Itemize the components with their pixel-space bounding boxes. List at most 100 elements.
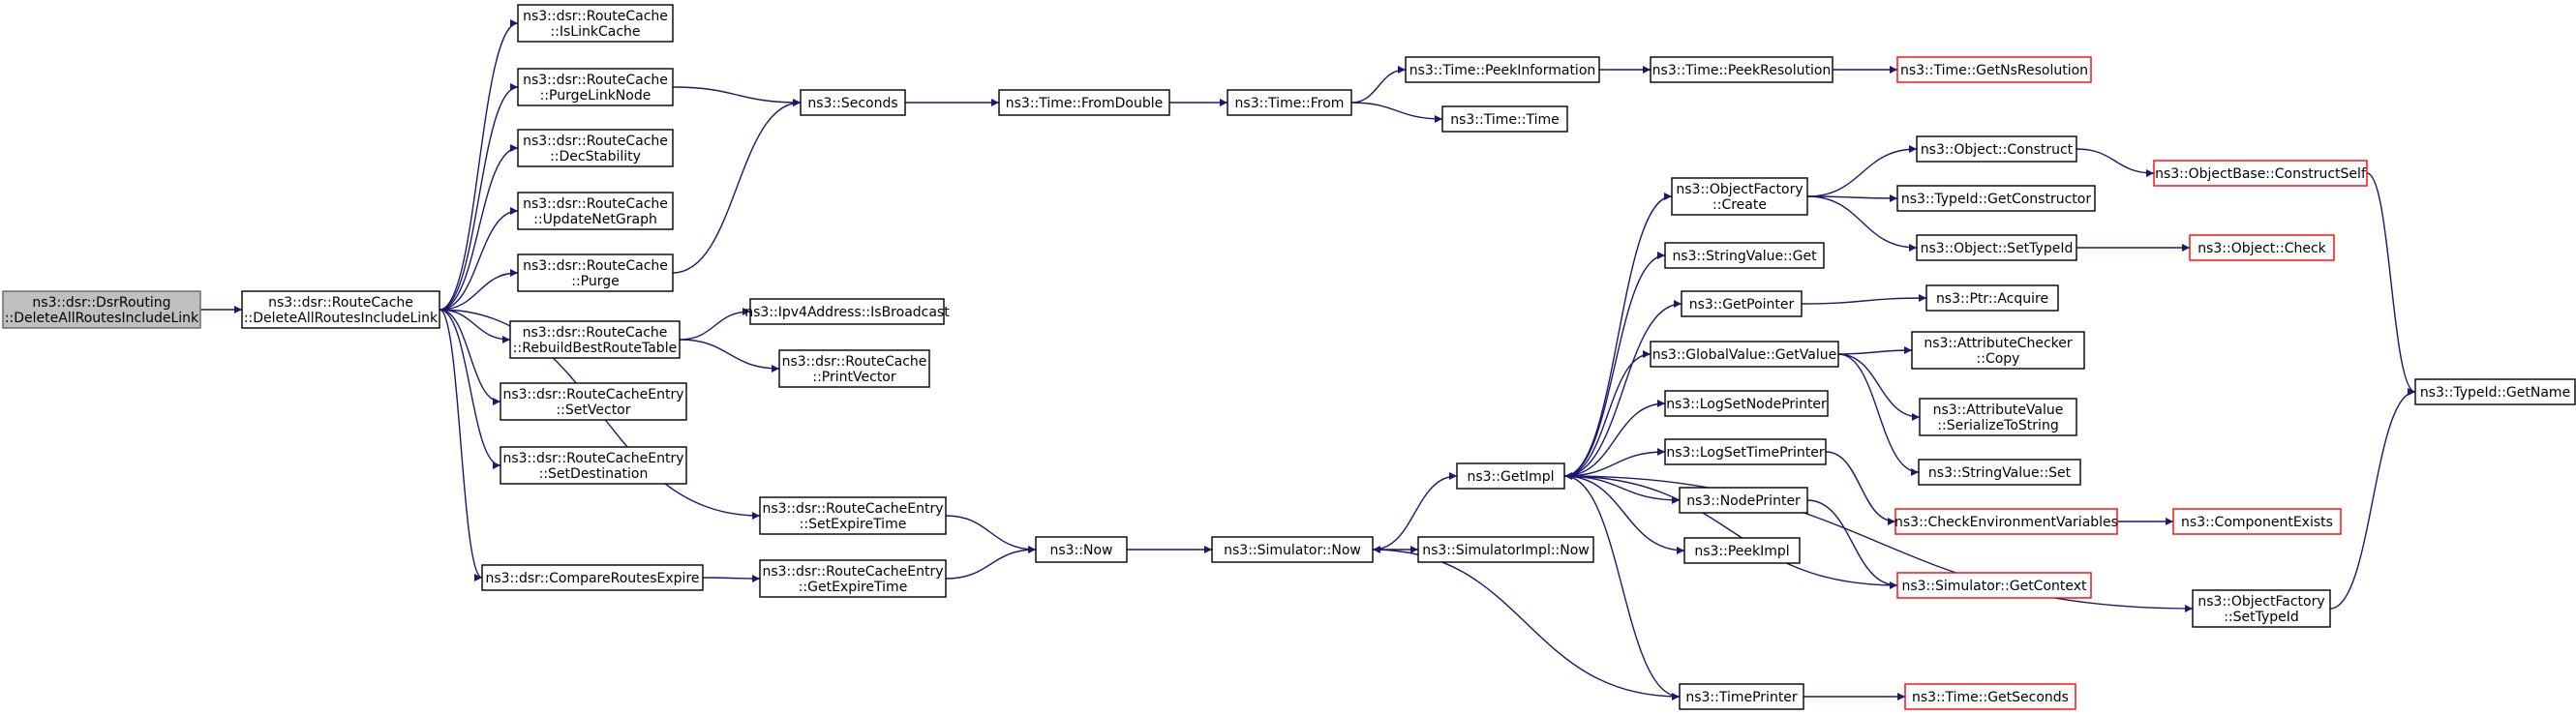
node-box[interactable] [2153, 160, 2368, 187]
node-box[interactable] [1919, 398, 2077, 436]
node-sim-now[interactable]: ns3::Simulator::Now [1211, 536, 1374, 563]
node-box[interactable] [1227, 89, 1352, 116]
node-attr-value-serialize[interactable]: ns3::AttributeValue::SerializeToString [1919, 398, 2077, 436]
node-box[interactable] [1417, 536, 1594, 563]
node-box[interactable] [759, 559, 947, 598]
node-string-value-set[interactable]: ns3::StringValue::Set [1918, 459, 2081, 486]
node-box[interactable] [500, 382, 687, 421]
node-dec-stability[interactable]: ns3::dsr::RouteCache::DecStability [517, 129, 674, 167]
node-get-pointer[interactable]: ns3::GetPointer [1681, 290, 1803, 317]
node-box[interactable] [500, 446, 687, 485]
node-box[interactable] [1911, 331, 2085, 370]
node-box[interactable] [1211, 536, 1374, 563]
node-rebuild[interactable]: ns3::dsr::RouteCache::RebuildBestRouteTa… [509, 320, 681, 359]
node-ptr-acquire[interactable]: ns3::Ptr::Acquire [1925, 284, 2059, 312]
node-box[interactable] [1650, 56, 1834, 83]
node-log-set-time-printer[interactable]: ns3::LogSetTimePrinter [1664, 438, 1827, 465]
node-now[interactable]: ns3::Now [1035, 536, 1128, 563]
node-get-ns-resolution[interactable]: ns3::Time::GetNsResolution [1896, 56, 2092, 83]
node-box[interactable] [1405, 56, 1600, 83]
node-purge-link-node[interactable]: ns3::dsr::RouteCache::PurgeLinkNode [517, 68, 674, 106]
node-box[interactable] [241, 290, 440, 329]
node-log-set-node-printer[interactable]: ns3::LogSetNodePrinter [1664, 390, 1829, 417]
node-objbase-construct-self[interactable]: ns3::ObjectBase::ConstructSelf [2153, 160, 2368, 187]
node-of-create[interactable]: ns3::ObjectFactory::Create [1671, 177, 1808, 216]
node-box[interactable] [1918, 459, 2081, 486]
node-box[interactable] [1671, 177, 1808, 216]
node-simimpl-now[interactable]: ns3::SimulatorImpl::Now [1417, 536, 1594, 563]
node-box[interactable] [1904, 683, 2076, 710]
node-peek-resolution[interactable]: ns3::Time::PeekResolution [1650, 56, 1834, 83]
node-box[interactable] [1664, 438, 1827, 465]
node-time-printer[interactable]: ns3::TimePrinter [1679, 683, 1804, 710]
node-peek-impl[interactable]: ns3::PeekImpl [1683, 537, 1801, 564]
node-box[interactable] [517, 4, 674, 43]
node-compare-routes[interactable]: ns3::dsr::CompareRoutesExpire [481, 564, 704, 591]
node-box[interactable] [1035, 536, 1128, 563]
node-object-set-typeid[interactable]: ns3::Object::SetTypeId [1916, 234, 2077, 261]
node-box[interactable] [1683, 537, 1801, 564]
node-box[interactable] [2, 290, 201, 329]
node-box[interactable] [2414, 378, 2576, 405]
node-box[interactable] [517, 68, 674, 106]
node-box[interactable] [1679, 683, 1804, 710]
node-box[interactable] [1664, 390, 1829, 417]
node-box[interactable] [1679, 487, 1808, 514]
node-from-double[interactable]: ns3::Time::FromDouble [998, 89, 1170, 116]
node-box[interactable] [517, 129, 674, 167]
node-check-env-vars[interactable]: ns3::CheckEnvironmentVariables [1894, 508, 2118, 535]
node-sim-get-context[interactable]: ns3::Simulator::GetContext [1896, 572, 2092, 599]
node-purge[interactable]: ns3::dsr::RouteCache::Purge [517, 253, 674, 292]
node-box[interactable] [1916, 234, 2077, 261]
node-node-printer[interactable]: ns3::NodePrinter [1679, 487, 1808, 514]
node-attr-checker-copy[interactable]: ns3::AttributeChecker::Copy [1911, 331, 2085, 370]
node-get-impl[interactable]: ns3::GetImpl [1456, 462, 1565, 490]
node-is-link-cache[interactable]: ns3::dsr::RouteCache::IsLinkCache [517, 4, 674, 43]
node-rc-delete[interactable]: ns3::dsr::RouteCache::DeleteAllRoutesInc… [241, 290, 440, 329]
node-get-expire[interactable]: ns3::dsr::RouteCacheEntry::GetExpireTime [759, 559, 947, 598]
node-box[interactable] [481, 564, 704, 591]
node-is-broadcast[interactable]: ns3::Ipv4Address::IsBroadcast [744, 298, 950, 325]
node-box[interactable] [998, 89, 1170, 116]
node-typeid-get-name[interactable]: ns3::TypeId::GetName [2414, 378, 2576, 405]
node-box[interactable] [1925, 284, 2059, 312]
node-update-net-graph[interactable]: ns3::dsr::RouteCache::UpdateNetGraph [517, 192, 674, 230]
node-box[interactable] [1664, 242, 1825, 269]
node-box[interactable] [2189, 234, 2335, 261]
node-box[interactable] [1650, 341, 1839, 368]
node-box[interactable] [1896, 572, 2092, 599]
node-object-check[interactable]: ns3::Object::Check [2189, 234, 2335, 261]
node-box[interactable] [800, 89, 906, 116]
node-box[interactable] [759, 496, 947, 535]
node-box[interactable] [1441, 105, 1568, 133]
node-box[interactable] [1456, 462, 1565, 490]
node-typeid-get-constructor[interactable]: ns3::TypeId::GetConstructor [1896, 185, 2096, 212]
node-box[interactable] [509, 320, 681, 359]
node-set-expire[interactable]: ns3::dsr::RouteCacheEntry::SetExpireTime [759, 496, 947, 535]
node-global-value-get[interactable]: ns3::GlobalValue::GetValue [1650, 341, 1839, 368]
node-box[interactable] [1916, 135, 2077, 163]
node-seconds[interactable]: ns3::Seconds [800, 89, 906, 116]
node-string-value-get[interactable]: ns3::StringValue::Get [1664, 242, 1825, 269]
node-box[interactable] [2172, 508, 2342, 535]
node-box[interactable] [778, 349, 930, 388]
node-root[interactable]: ns3::dsr::DsrRouting::DeleteAllRoutesInc… [2, 290, 201, 329]
node-component-exists[interactable]: ns3::ComponentExists [2172, 508, 2342, 535]
node-box[interactable] [517, 253, 674, 292]
node-box[interactable] [749, 298, 945, 325]
node-set-vector[interactable]: ns3::dsr::RouteCacheEntry::SetVector [500, 382, 687, 421]
node-object-construct[interactable]: ns3::Object::Construct [1916, 135, 2077, 163]
node-print-vector[interactable]: ns3::dsr::RouteCache::PrintVector [778, 349, 930, 388]
node-box[interactable] [2192, 589, 2331, 628]
node-time-time[interactable]: ns3::Time::Time [1441, 105, 1568, 133]
node-peek-information[interactable]: ns3::Time::PeekInformation [1405, 56, 1600, 83]
node-time-get-seconds[interactable]: ns3::Time::GetSeconds [1904, 683, 2076, 710]
node-box[interactable] [1681, 290, 1803, 317]
node-of-set-typeid[interactable]: ns3::ObjectFactory::SetTypeId [2192, 589, 2331, 628]
node-time-from[interactable]: ns3::Time::From [1227, 89, 1352, 116]
node-box[interactable] [1896, 185, 2096, 212]
node-set-destination[interactable]: ns3::dsr::RouteCacheEntry::SetDestinatio… [500, 446, 687, 485]
node-box[interactable] [517, 192, 674, 230]
node-box[interactable] [1896, 56, 2092, 83]
node-box[interactable] [1894, 508, 2118, 535]
